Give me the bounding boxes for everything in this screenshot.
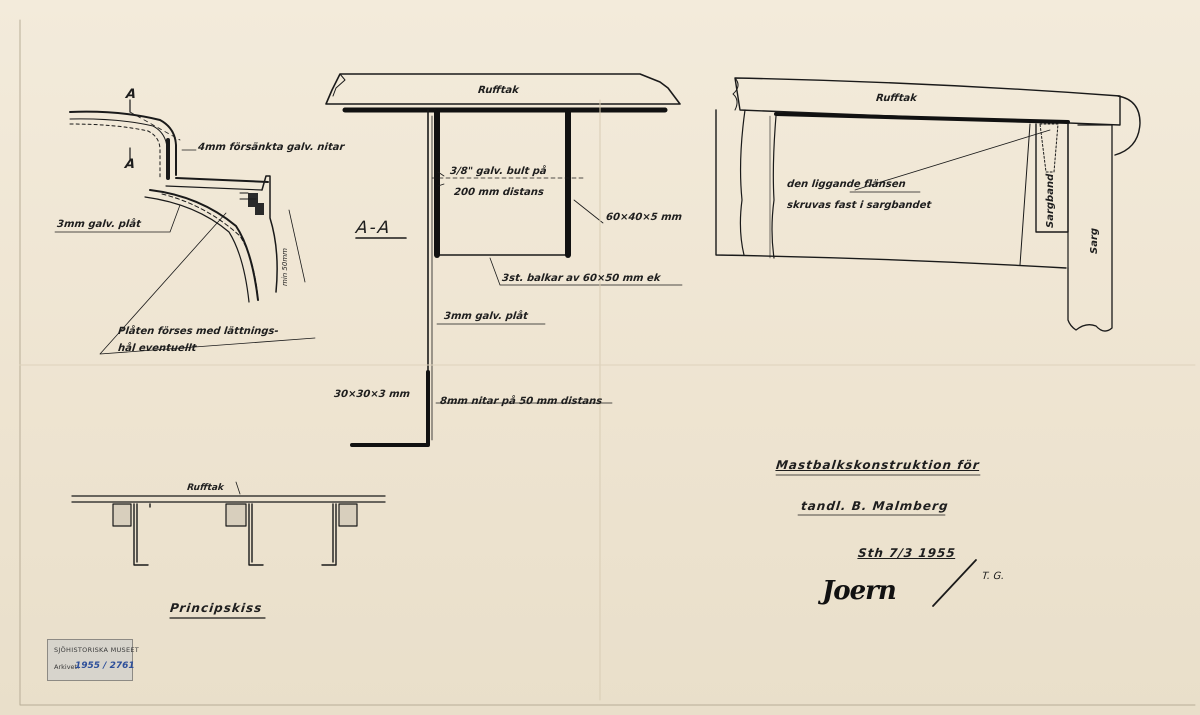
left-detail (54, 99, 316, 355)
label-sarg: Sarg (1089, 227, 1100, 254)
right-detail (715, 77, 1141, 332)
drawing-title: Mastbalkskonstruktion för (775, 458, 981, 472)
label-roof-center: Rufftak (477, 85, 520, 96)
label-sargband: Sargband (1045, 173, 1056, 228)
label-bolt-2: 200 mm distans (453, 187, 545, 198)
label-angle-60x40: 60×40×5 mm (605, 212, 683, 223)
initials: T. G. (981, 571, 1005, 582)
label-flange-2: skruvas fast i sargbandet (786, 200, 932, 211)
section-title: A-A (355, 218, 393, 238)
label-roof-right: Rufftak (875, 93, 918, 104)
stamp-archive-label: Arkivet: (54, 663, 80, 671)
label-oak-beams: 3st. balkar av 60×50 mm ek (501, 273, 661, 284)
label-galv-plate-left: 3mm galv. plåt (56, 219, 142, 230)
label-flange-1: den liggande flänsen (786, 179, 907, 190)
label-angle-30x30: 30×30×3 mm (333, 389, 411, 400)
sheet-border (19, 19, 1196, 706)
label-lightening-holes-2: hål eventuellt (117, 343, 197, 354)
title-block-lines (775, 474, 981, 607)
stamp-museum-name: SJÖHISTORISKA MUSEET (54, 646, 140, 654)
drawing-date: Sth 7/3 1955 (857, 546, 957, 560)
section-mark-bottom: A (124, 157, 137, 172)
stamp-archive-number: 1955 / 2761 (75, 661, 135, 671)
label-rivets-8mm: 8mm nitar på 50 mm distans (439, 396, 603, 407)
label-min-dimension: min 50mm (281, 248, 289, 286)
label-bolt-1: 3/8" galv. bult på (449, 166, 548, 177)
signature: Joern (822, 576, 897, 606)
section-aa (325, 73, 683, 447)
section-mark-top: A (125, 87, 138, 102)
client-name: tandl. B. Malmberg (800, 499, 950, 513)
label-roof-principle: Rufftak (186, 483, 225, 493)
label-lightening-holes-1: Plåten förses med lättnings- (117, 326, 280, 337)
principle-sketch (71, 481, 386, 619)
label-countersunk-rivets: 4mm försänkta galv. nitar (197, 142, 345, 153)
archive-stamp: SJÖHISTORISKA MUSEET Arkivet: 1955 / 276… (47, 639, 139, 681)
principle-caption: Principskiss (169, 601, 264, 615)
label-galv-plate-center: 3mm galv. plåt (443, 311, 529, 322)
